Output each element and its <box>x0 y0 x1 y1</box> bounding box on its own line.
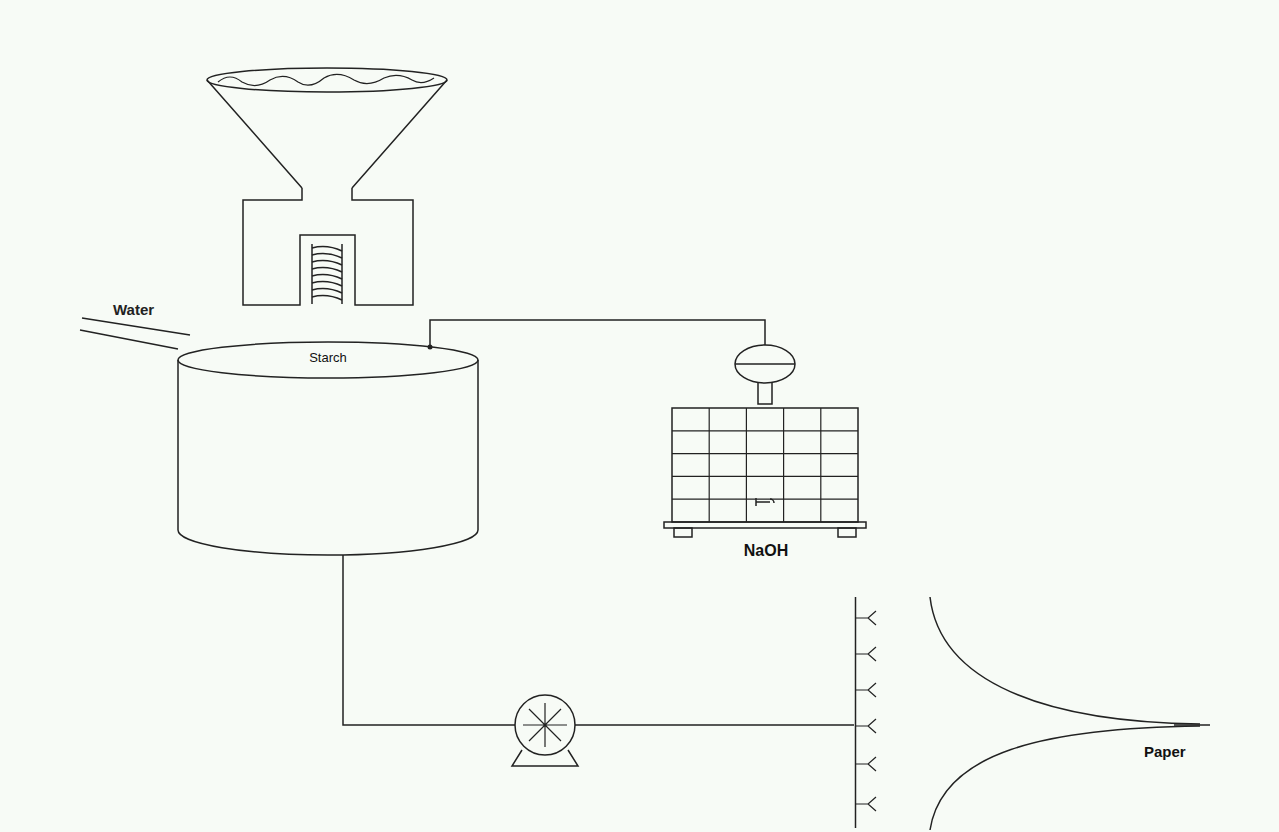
pump-impeller <box>523 703 567 747</box>
cage-bar <box>820 408 821 522</box>
paper-sheet <box>1174 724 1210 726</box>
cage-bar <box>672 453 858 454</box>
screw-flight <box>312 296 342 300</box>
node-label: Paper <box>1144 744 1186 761</box>
cage-bar <box>746 408 747 522</box>
feeder-screw <box>312 244 342 304</box>
paper-nip-outline <box>854 592 1224 832</box>
spray-nozzle <box>856 647 877 661</box>
hopper-contents <box>218 74 434 85</box>
cage-bar <box>709 408 710 522</box>
starch-tank-outline <box>177 340 479 557</box>
starch-tank: Starch <box>177 340 479 557</box>
screw-flight <box>312 261 342 265</box>
tank-body <box>178 360 478 555</box>
tote-cage <box>672 408 858 522</box>
cage-bar <box>672 430 858 431</box>
tank-top <box>178 342 478 378</box>
hopper-cone <box>207 80 447 188</box>
pallet-foot <box>674 528 692 537</box>
pipe <box>343 555 854 725</box>
screw-flight <box>312 282 342 286</box>
node-label: Starch <box>309 351 347 365</box>
pipe <box>430 320 765 347</box>
centrifugal-pump <box>515 695 575 755</box>
cage-bar <box>672 476 858 477</box>
water-inlet <box>80 318 190 349</box>
stream-label: Water <box>113 302 154 319</box>
spray-nozzle <box>856 611 877 625</box>
screw-flight <box>312 268 342 272</box>
node-label: NaOH <box>744 542 788 560</box>
spray-nozzle <box>856 797 877 811</box>
spray-nozzle <box>856 719 877 733</box>
screw-feeder-housing <box>243 188 413 305</box>
spray-nozzle <box>856 757 877 771</box>
tote-pallet <box>664 522 866 528</box>
pallet-foot <box>838 528 856 537</box>
screw-flight <box>312 289 342 293</box>
cage-bar <box>783 408 784 522</box>
hopper-rim <box>207 68 447 92</box>
screw-flight <box>312 254 342 258</box>
spray-nozzle <box>856 683 877 697</box>
paper-nip: Paper <box>854 592 1224 832</box>
paper-web <box>930 726 1200 830</box>
screw-flight <box>312 275 342 279</box>
cage-bar <box>672 499 858 500</box>
pump-stem <box>758 382 772 404</box>
paper-web <box>930 597 1200 724</box>
spray-manifold <box>855 597 857 828</box>
pump-line <box>735 363 795 365</box>
screw-flight <box>312 247 342 251</box>
naoh-tote-outline <box>670 342 862 564</box>
dosing-pump <box>735 345 795 383</box>
naoh-tote: NaOH <box>670 342 862 564</box>
tote-valve <box>756 498 774 506</box>
